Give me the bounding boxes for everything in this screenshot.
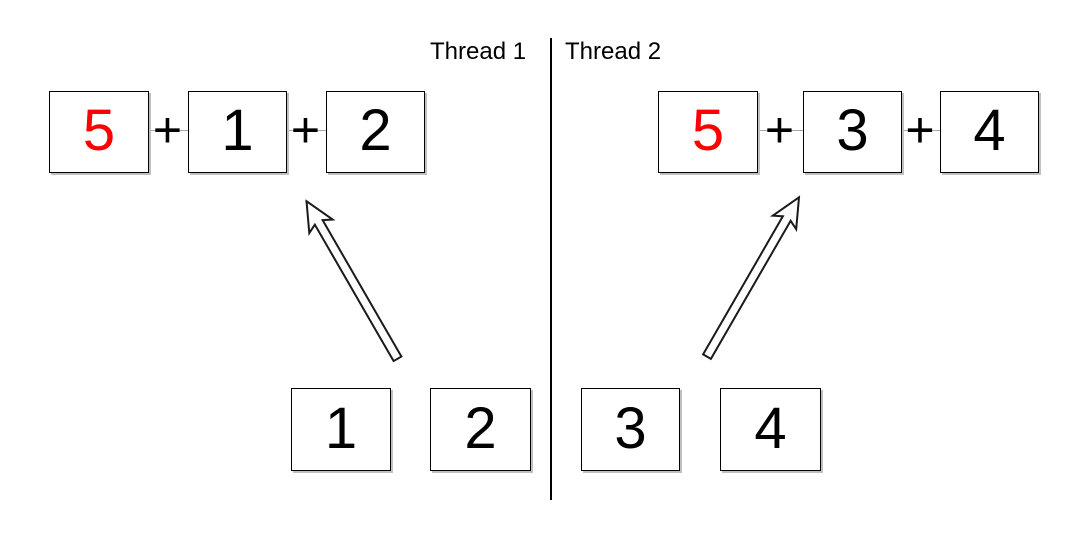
thread-1-label: Thread 1 xyxy=(430,38,527,65)
up-right-arrow-icon xyxy=(701,195,801,361)
thread1-sum-term-box: 1 xyxy=(188,91,287,173)
thread2-sum-term-box: 4 xyxy=(940,91,1039,173)
thread2-source-value-box: 4 xyxy=(720,388,821,471)
thread1-source-value-box: 1 xyxy=(291,388,391,471)
connector-line xyxy=(147,130,188,131)
thread1-source-value-box: 2 xyxy=(430,388,531,471)
plus-operator: + xyxy=(290,102,321,158)
plus-operator: + xyxy=(152,102,183,158)
connector-line xyxy=(285,130,326,131)
thread2-source-value-box: 3 xyxy=(581,388,680,471)
thread1-sum-term-box-shared: 5 xyxy=(49,91,149,173)
plus-operator: + xyxy=(764,102,795,158)
thread-2-label: Thread 2 xyxy=(565,38,662,65)
connector-line xyxy=(756,130,803,131)
up-left-arrow-icon xyxy=(305,199,403,363)
connector-line xyxy=(900,130,940,131)
thread-divider-line xyxy=(550,38,552,500)
thread2-sum-term-box-shared: 5 xyxy=(658,91,758,173)
thread2-sum-term-box: 3 xyxy=(803,91,902,173)
thread1-sum-term-box: 2 xyxy=(326,91,425,173)
plus-operator: + xyxy=(905,102,935,158)
